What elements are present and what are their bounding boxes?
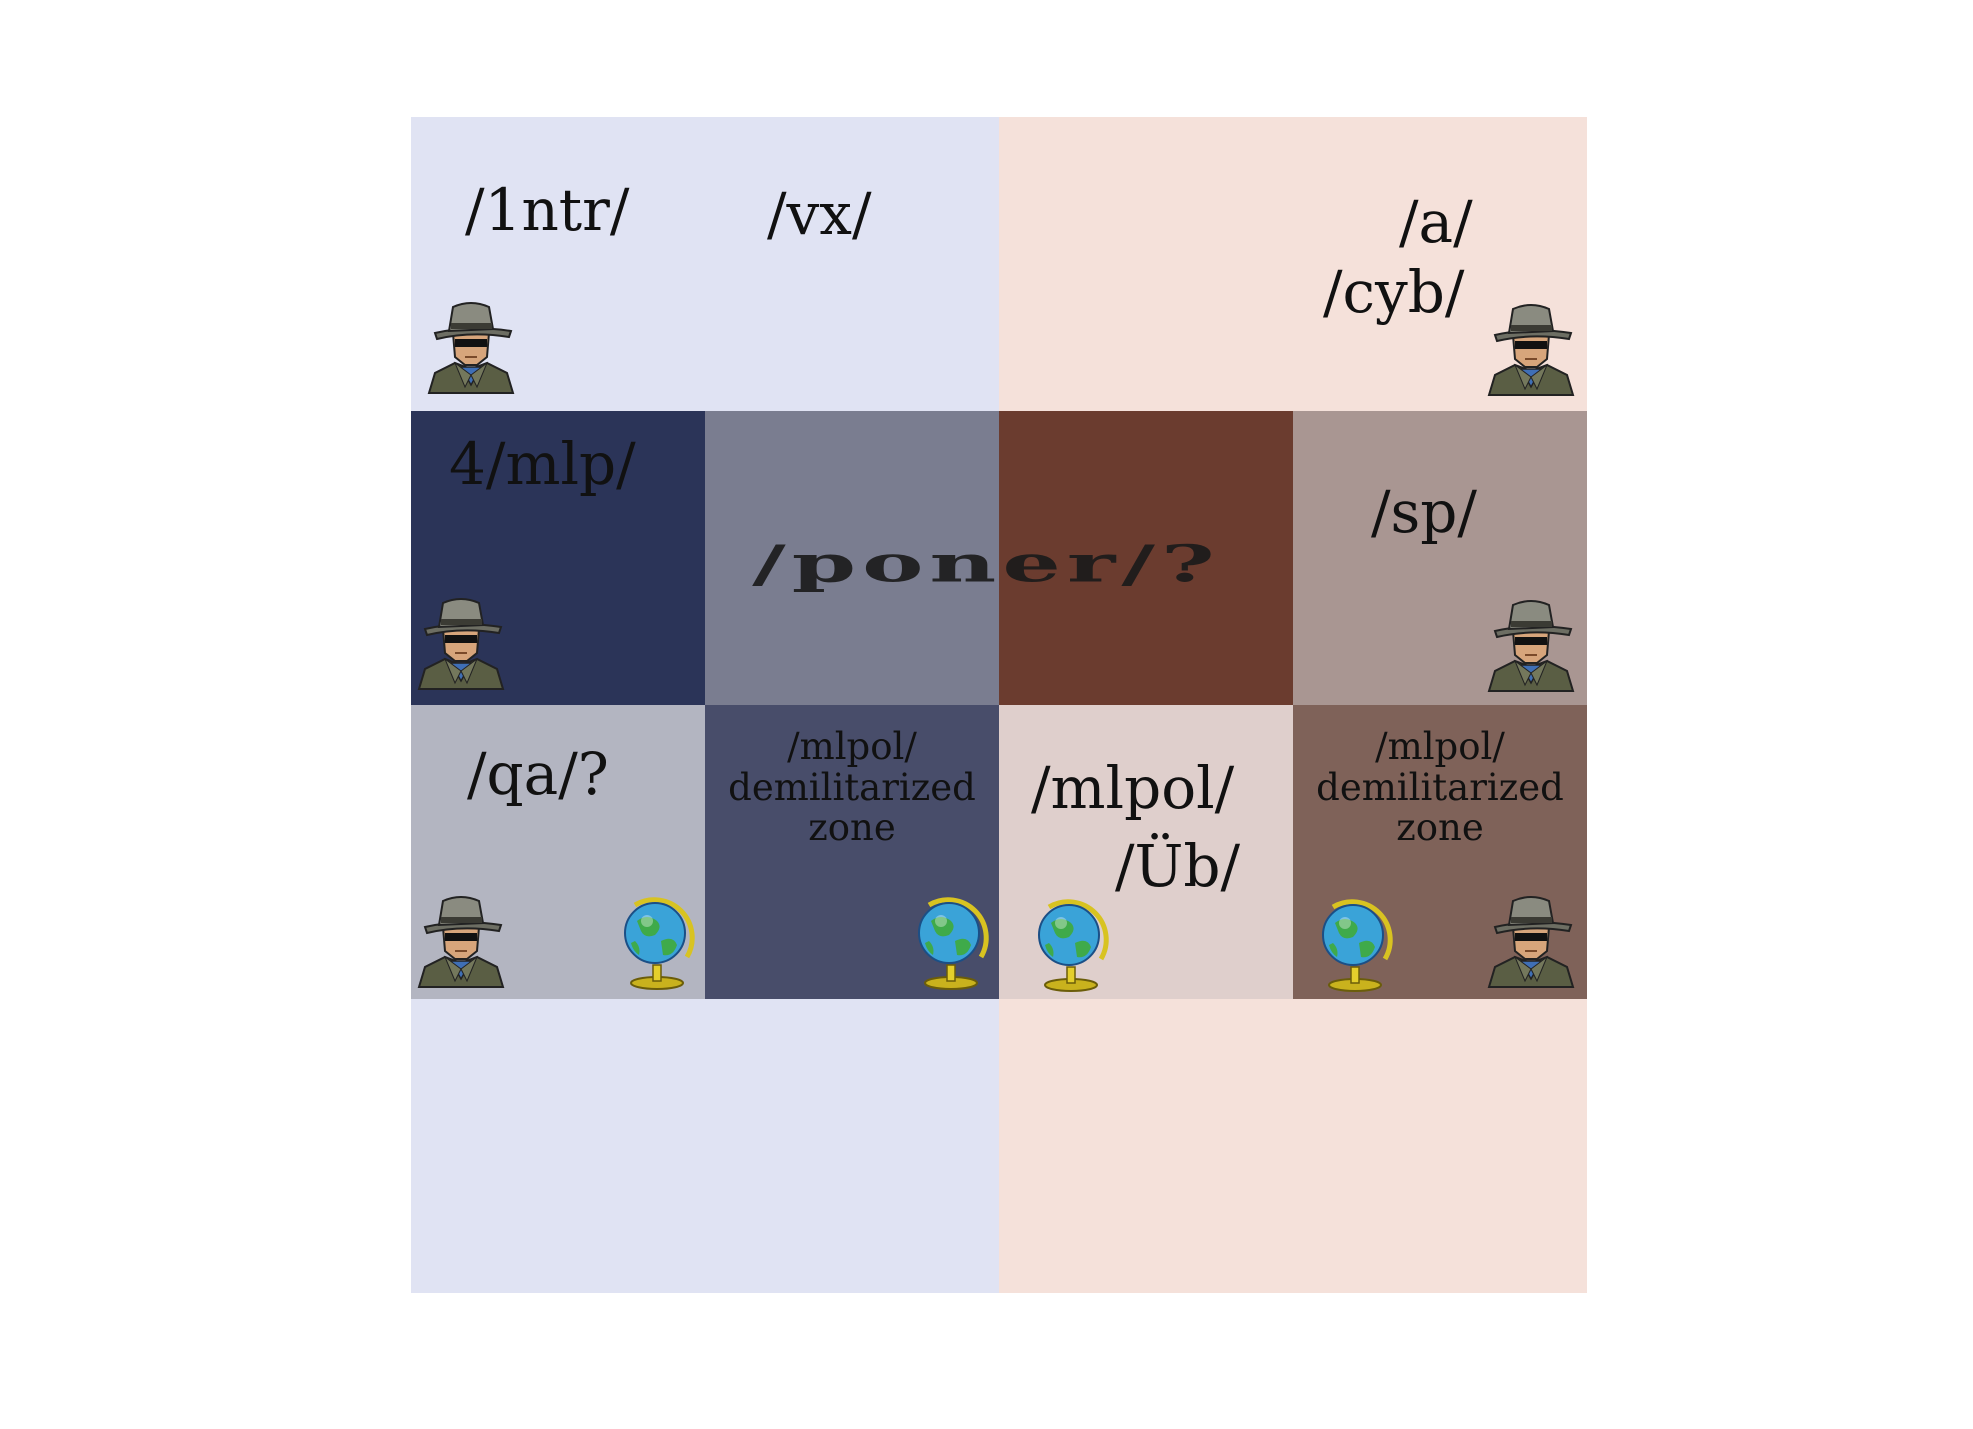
detective-agent-icon: [1481, 889, 1581, 989]
label-vx: /vx/: [767, 180, 872, 248]
label-mlpol: /mlpol/: [1031, 754, 1235, 822]
globe-icon: [1305, 893, 1405, 993]
label-cyb: /cyb/: [1323, 258, 1465, 326]
globe-icon: [607, 891, 707, 991]
globe-icon: [1021, 893, 1121, 993]
globe-icon: [901, 891, 1001, 991]
detective-agent-icon: [421, 295, 521, 395]
detective-agent-icon: [1481, 593, 1581, 693]
cell-middle-grey: [705, 411, 999, 705]
detective-agent-icon: [411, 889, 511, 989]
cell-middle-brown: [999, 411, 1293, 705]
board-grid: /1ntr/ /vx/ /a/ /cyb/ 4/mlp/ /sp/ /qa/? …: [411, 117, 1587, 1293]
label-a: /a/: [1399, 188, 1473, 256]
label-sp: /sp/: [1371, 478, 1477, 546]
label-mlp4: 4/mlp/: [449, 430, 636, 498]
label-ub: /Üb/: [1115, 832, 1241, 900]
label-intr: /1ntr/: [465, 176, 630, 244]
detective-agent-icon: [1481, 297, 1581, 397]
label-dmz-left: /mlpol/ demilitarized zone: [728, 725, 976, 850]
label-qa: /qa/?: [467, 740, 609, 808]
detective-agent-icon: [411, 591, 511, 691]
label-dmz-right: /mlpol/ demilitarized zone: [1316, 725, 1564, 850]
